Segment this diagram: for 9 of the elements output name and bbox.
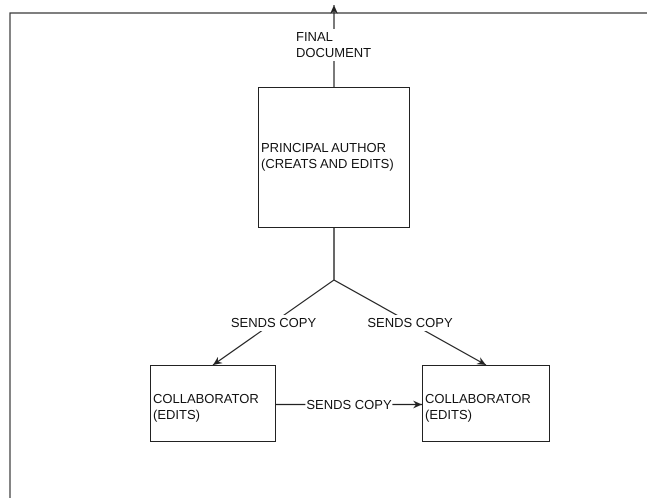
edge-label: SENDS COPY bbox=[366, 314, 454, 330]
box-text: COLLABORATOR (EDITS) bbox=[425, 391, 532, 423]
box-text: COLLABORATOR (EDITS) bbox=[153, 391, 260, 423]
box-text: PRINCIPAL AUTHOR (CREATS AND EDITS) bbox=[261, 140, 395, 172]
process-box bbox=[422, 365, 550, 442]
process-box bbox=[150, 365, 276, 442]
edge-label: SENDS COPY bbox=[230, 314, 318, 330]
edge-label: SENDS COPY bbox=[305, 396, 393, 412]
process-box bbox=[258, 87, 410, 228]
